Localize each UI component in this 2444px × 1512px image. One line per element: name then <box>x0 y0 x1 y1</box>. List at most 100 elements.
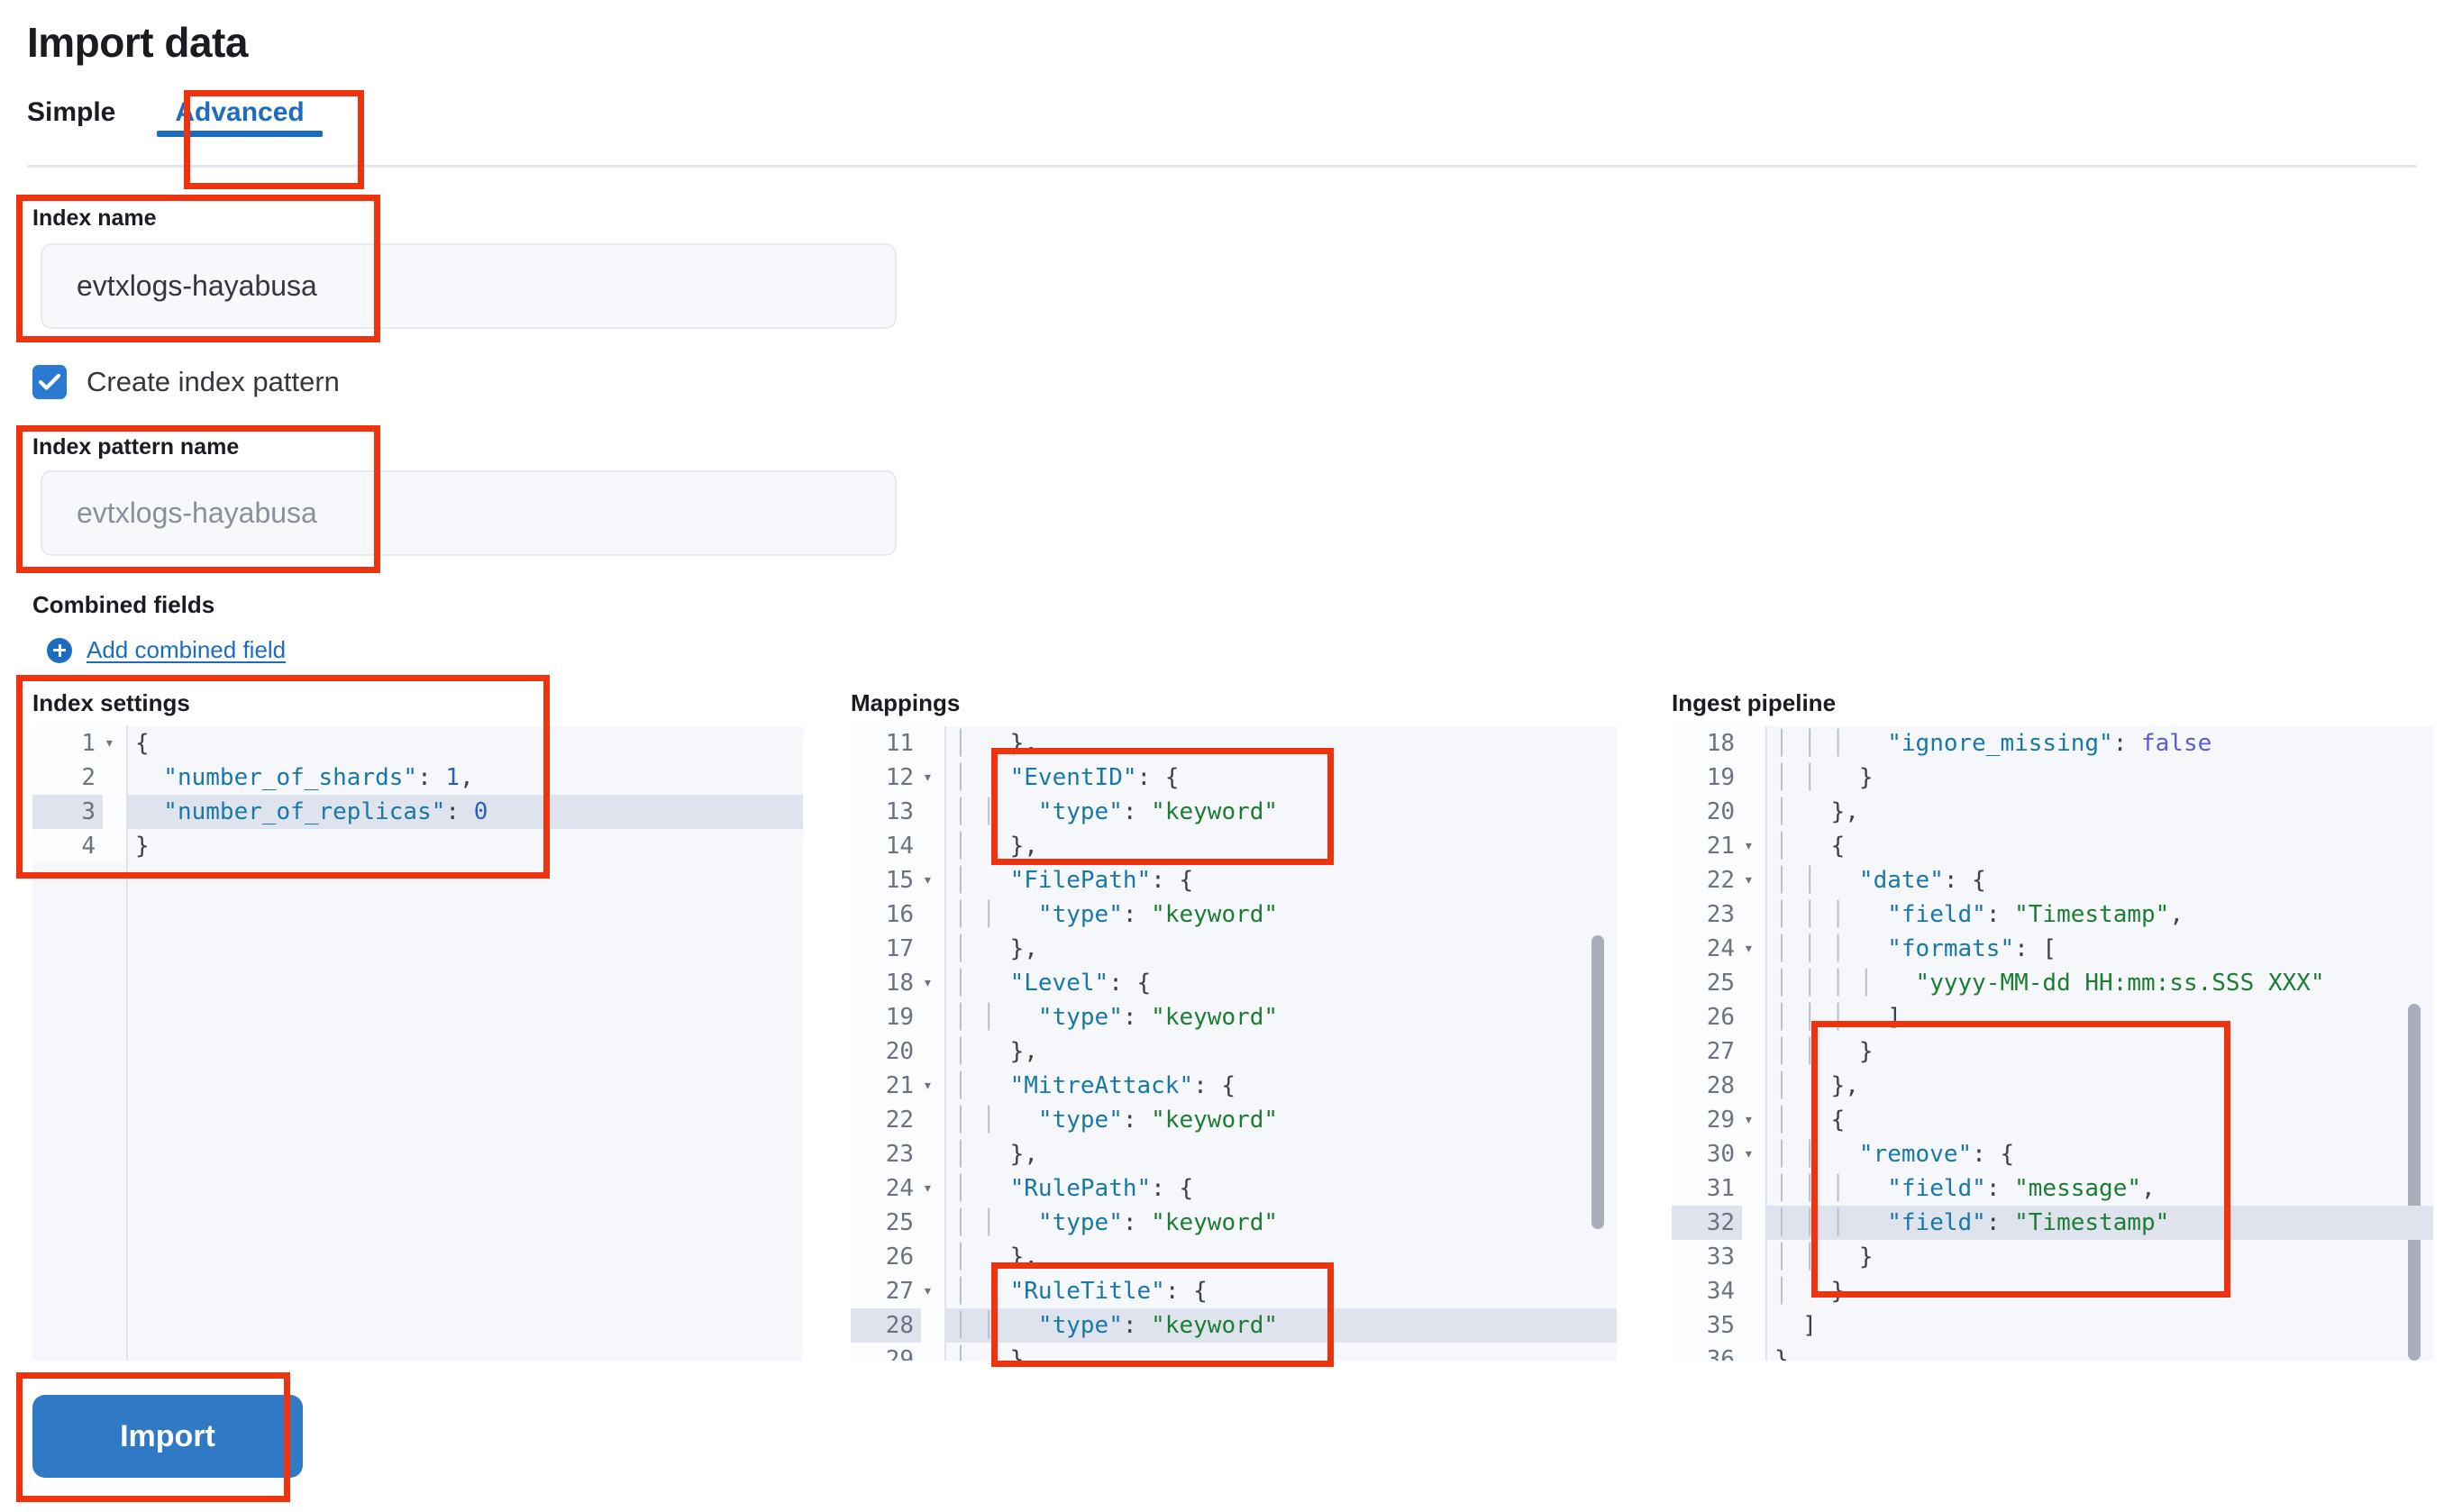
code-line[interactable]: 2 "number_of_shards": 1, <box>32 761 803 795</box>
fold-spacer <box>921 1343 944 1361</box>
code-text: │ }, <box>1774 798 1859 825</box>
code-text: │ "Level": { <box>953 970 1152 997</box>
create-index-pattern-row[interactable]: Create index pattern <box>32 365 340 399</box>
line-number: 28 <box>1672 1069 1742 1103</box>
code-line[interactable]: 32│ │ │ "field": "Timestamp" <box>1672 1206 2433 1240</box>
code-line[interactable]: 22│ │ "type": "keyword" <box>851 1103 1617 1137</box>
fold-toggle-icon[interactable]: ▾ <box>1742 829 1765 863</box>
fold-spacer <box>921 1240 944 1274</box>
code-line[interactable]: 26 │ }, <box>851 1240 1617 1274</box>
tab-simple[interactable]: Simple <box>27 97 116 127</box>
fold-toggle-icon[interactable]: ▾ <box>1742 932 1765 966</box>
code-text: │ }, <box>953 1141 1038 1168</box>
fold-toggle-icon[interactable]: ▾ <box>921 1171 944 1206</box>
code-line[interactable]: 4} <box>32 829 803 863</box>
code-line[interactable]: 30▾│ │ "remove": { <box>1672 1137 2433 1171</box>
code-line[interactable]: 24▾│ "RulePath": { <box>851 1171 1617 1206</box>
line-number: 24 <box>851 1171 921 1206</box>
code-text: "number_of_shards": 1, <box>135 764 474 791</box>
fold-toggle-icon[interactable]: ▾ <box>921 863 944 897</box>
fold-toggle-icon[interactable]: ▾ <box>103 726 126 761</box>
code-line[interactable]: 23│ │ │ "field": "Timestamp", <box>1672 897 2433 932</box>
ingest-pipeline-scrollbar[interactable] <box>2408 1004 2421 1361</box>
line-number: 13 <box>851 795 921 829</box>
code-line[interactable]: 27│ │ } <box>1672 1034 2433 1069</box>
code-text: │ │ │ "formats": [ <box>1774 935 2057 962</box>
mappings-scrollbar[interactable] <box>1591 935 1604 1229</box>
mappings-editor[interactable]: 11│ },12▾│ "EventID": {13│ │ "type": "ke… <box>851 726 1617 1361</box>
line-number: 31 <box>1672 1171 1742 1206</box>
fold-spacer <box>1742 1206 1765 1240</box>
code-line[interactable]: 23 │ }, <box>851 1137 1617 1171</box>
fold-toggle-icon[interactable]: ▾ <box>921 1274 944 1308</box>
code-text: │ { <box>1774 833 1846 860</box>
code-line[interactable]: 11│ }, <box>851 726 1617 761</box>
code-line[interactable]: 29▾│ { <box>1672 1103 2433 1137</box>
code-line[interactable]: 28│ │ "type": "keyword" <box>851 1308 1617 1343</box>
code-text: │ │ } <box>1774 764 1874 791</box>
import-button[interactable]: Import <box>32 1395 303 1478</box>
code-line[interactable]: 16│ │ "type": "keyword" <box>851 897 1617 932</box>
line-number: 27 <box>851 1274 921 1308</box>
code-line[interactable]: 35 ] <box>1672 1308 2433 1343</box>
code-text: │ │ "date": { <box>1774 867 1986 894</box>
create-index-pattern-checkbox[interactable] <box>32 365 67 399</box>
code-line[interactable]: 31│ │ │ "field": "message", <box>1672 1171 2433 1206</box>
code-line[interactable]: 19│ │ "type": "keyword" <box>851 1000 1617 1034</box>
fold-toggle-icon[interactable]: ▾ <box>1742 863 1765 897</box>
fold-toggle-icon[interactable]: ▾ <box>1742 1137 1765 1171</box>
line-number: 23 <box>851 1137 921 1171</box>
line-number: 26 <box>851 1240 921 1274</box>
code-line[interactable]: 28 │ }, <box>1672 1069 2433 1103</box>
code-line[interactable]: 15▾│ "FilePath": { <box>851 863 1617 897</box>
code-line[interactable]: 18│ │ │ "ignore_missing": false <box>1672 726 2433 761</box>
fold-toggle-icon[interactable]: ▾ <box>921 966 944 1000</box>
code-line[interactable]: 14│ }, <box>851 829 1617 863</box>
tab-advanced[interactable]: Advanced <box>142 97 336 148</box>
code-line[interactable]: 20│ }, <box>1672 795 2433 829</box>
code-line[interactable]: 24▾│ │ │ "formats": [ <box>1672 932 2433 966</box>
line-number: 22 <box>851 1103 921 1137</box>
code-line[interactable]: 12▾│ "EventID": { <box>851 761 1617 795</box>
code-line[interactable]: 17│ }, <box>851 932 1617 966</box>
code-line[interactable]: 3 "number_of_replicas": 0 <box>32 795 803 829</box>
index-pattern-name-input[interactable]: evtxlogs-hayabusa <box>41 470 897 556</box>
code-line[interactable]: 21▾│ "MitreAttack": { <box>851 1069 1617 1103</box>
fold-toggle-icon[interactable]: ▾ <box>921 1069 944 1103</box>
code-text: │ │ } <box>1774 1243 1874 1271</box>
code-line[interactable]: 25│ │ │ │ "yyyy-MM-dd HH:mm:ss.SSS XXX" <box>1672 966 2433 1000</box>
code-line[interactable]: 34│ } <box>1672 1274 2433 1308</box>
code-line[interactable]: 18▾ │ "Level": { <box>851 966 1617 1000</box>
code-text: │ │ "remove": { <box>1774 1141 2015 1168</box>
code-text: { <box>135 730 150 757</box>
fold-spacer <box>1742 726 1765 761</box>
index-name-input[interactable]: evtxlogs-hayabusa <box>41 243 897 329</box>
code-line[interactable]: 21▾│ { <box>1672 829 2433 863</box>
code-line[interactable]: 25│ │ "type": "keyword" <box>851 1206 1617 1240</box>
code-text: │ }, <box>953 1243 1038 1271</box>
code-line[interactable]: 29│ }, <box>851 1343 1617 1361</box>
index-settings-editor[interactable]: 1▾{2 "number_of_shards": 1,3 "number_of_… <box>32 726 803 1361</box>
code-line[interactable]: 36} <box>1672 1343 2433 1361</box>
code-line[interactable]: 22▾│ │ "date": { <box>1672 863 2433 897</box>
line-number: 17 <box>851 932 921 966</box>
index-name-label: Index name <box>32 205 157 231</box>
line-number: 16 <box>851 897 921 932</box>
fold-spacer <box>1742 1000 1765 1034</box>
code-text: │ }, <box>1774 1072 1859 1099</box>
code-line[interactable]: 20│ }, <box>851 1034 1617 1069</box>
code-line[interactable]: 26│ │ │ ] <box>1672 1000 2433 1034</box>
line-number: 14 <box>851 829 921 863</box>
index-name-value: evtxlogs-hayabusa <box>77 269 317 302</box>
code-line[interactable]: 19│ │ } <box>1672 761 2433 795</box>
code-line[interactable]: 27▾│ "RuleTitle": { <box>851 1274 1617 1308</box>
code-line[interactable]: 33│ │ } <box>1672 1240 2433 1274</box>
fold-spacer <box>103 795 126 829</box>
line-number: 18 <box>851 966 921 1000</box>
add-combined-field-button[interactable]: Add combined field <box>47 636 286 664</box>
fold-toggle-icon[interactable]: ▾ <box>921 761 944 795</box>
fold-toggle-icon[interactable]: ▾ <box>1742 1103 1765 1137</box>
code-line[interactable]: 1▾{ <box>32 726 803 761</box>
code-line[interactable]: 13│ │ "type": "keyword" <box>851 795 1617 829</box>
